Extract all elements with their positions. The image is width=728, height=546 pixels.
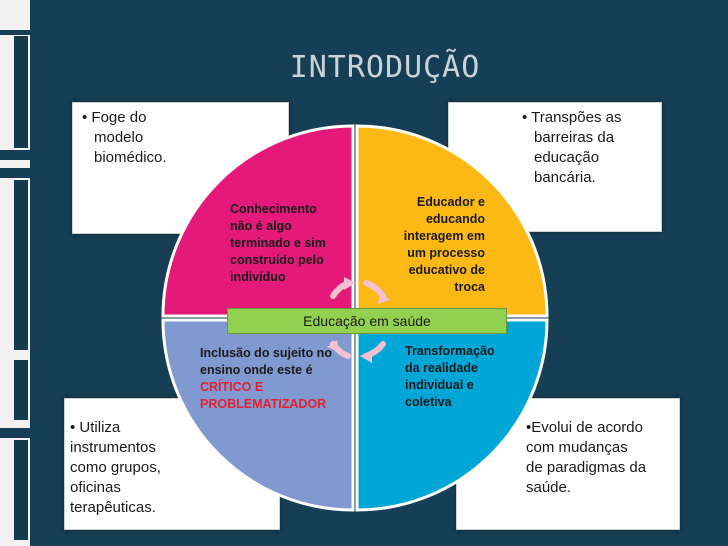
box-bottom-right [456, 398, 680, 530]
box-top-left-text: • Foge do modelo biomédico. [82, 108, 167, 168]
quadrant-line: interagem em [403, 229, 485, 243]
quadrant-yellow [355, 124, 549, 318]
quadrant-magenta-text: Conhecimento não é algo terminado e sim … [230, 201, 326, 286]
box-line: com mudanças [526, 439, 628, 456]
quadrant-line: Inclusão do sujeito no [200, 346, 332, 360]
critical-label: CRÍTICO E [200, 380, 264, 394]
quadrant-magenta [161, 124, 355, 318]
quadrant-line: coletiva [405, 395, 452, 409]
box-line: modelo [94, 129, 144, 146]
box-bottom-right-text: •Evolui de acordo com mudanças de paradi… [526, 418, 646, 498]
quadrant-line: Transformação [405, 344, 495, 358]
box-line: • Utiliza [70, 419, 121, 436]
box-line: educação [534, 149, 600, 166]
sidebar-dark-block [14, 36, 28, 148]
slide-title: INTRODUÇÃO [289, 50, 481, 85]
quadrant-line: da realidade [405, 361, 478, 375]
quadrant-line: troca [454, 280, 485, 294]
critical-label: PROBLEMATIZADOR [200, 397, 327, 411]
box-line: • Transpões as [522, 109, 622, 126]
quadrant-cyan-text: Transformação da realidade individual e … [405, 343, 495, 411]
box-line: barreiras da [534, 129, 615, 146]
box-line: biomédico. [94, 149, 167, 166]
quadrant-blue-text: Inclusão do sujeito no ensino onde este … [200, 345, 332, 413]
quadrant-line: terminado e sim [230, 236, 326, 250]
quadrant-line: individual e [405, 378, 474, 392]
quadrant-line: educativo de [408, 263, 485, 277]
cycle-arrowhead [327, 340, 339, 352]
quadrant-blue [161, 318, 355, 512]
quadrant-line: Educador e [416, 195, 485, 209]
cycle-arrowhead [378, 292, 390, 304]
quadrant-line: construído pelo [230, 253, 324, 267]
sidebar-stripe [0, 160, 30, 168]
quadrant-yellow-text: Educador e educando interagem em um proc… [375, 194, 485, 296]
cycle-arrowhead [344, 277, 356, 290]
quadrant-line: educando [425, 212, 485, 226]
box-line: instrumentos [70, 439, 156, 456]
sidebar-dark-block [14, 360, 28, 420]
box-line: como grupos, [70, 459, 161, 476]
box-line: bancária. [534, 169, 596, 186]
box-top-right-text: • Transpões as barreiras da educação ban… [522, 108, 621, 188]
box-line: terapêuticas. [70, 499, 156, 516]
quadrant-cyan [355, 318, 549, 512]
cycle-arrowhead [360, 350, 372, 363]
quadrant-line: indivíduo [230, 270, 286, 284]
box-line: saúde. [526, 479, 572, 496]
quadrant-line: Conhecimento [230, 202, 317, 216]
quadrant-line: ensino onde este é [200, 363, 313, 377]
quadrant-line: um processo [407, 246, 485, 260]
sidebar-dark-block [14, 180, 28, 350]
box-bottom-left-text: • Utiliza instrumentos como grupos, ofic… [70, 418, 161, 518]
box-line: •Evolui de acordo [526, 419, 643, 436]
sidebar-dark-block [14, 440, 28, 540]
quadrant-line: não é algo [230, 219, 292, 233]
box-line: • Foge do [82, 109, 147, 126]
sidebar-stripe [0, 0, 30, 30]
box-line: de paradigmas da [526, 459, 647, 476]
box-line: oficinas [70, 479, 121, 496]
center-label: Educação em saúde [227, 308, 507, 334]
